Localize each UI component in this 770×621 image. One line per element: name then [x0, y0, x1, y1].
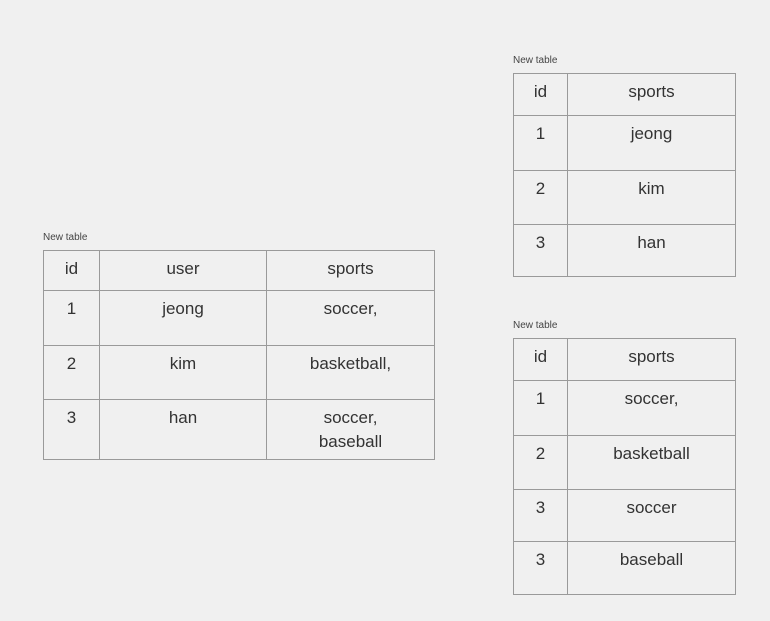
- header-user: user: [99, 250, 267, 291]
- table-row: 3 baseball: [513, 541, 736, 595]
- cell-id: 2: [43, 345, 100, 400]
- table-header-row: id sports: [513, 338, 736, 381]
- table-row: 1 soccer,: [513, 380, 736, 436]
- right-top-table: id sports 1 jeong 2 kim 3 han: [513, 73, 736, 277]
- cell-sports: soccer,: [567, 380, 736, 436]
- table-header-row: id user sports: [43, 250, 435, 291]
- header-id: id: [43, 250, 100, 291]
- cell-sports: kim: [567, 170, 736, 225]
- left-table-block: New table id user sports 1 jeong soccer,…: [43, 232, 435, 460]
- header-sports: sports: [266, 250, 435, 291]
- header-id: id: [513, 73, 568, 116]
- table-row: 1 jeong soccer,: [43, 290, 435, 346]
- cell-id: 1: [43, 290, 100, 346]
- cell-id: 2: [513, 170, 568, 225]
- cell-sports: jeong: [567, 115, 736, 171]
- cell-sports: soccer: [567, 489, 736, 542]
- right-top-table-block: New table id sports 1 jeong 2 kim 3 han: [513, 55, 736, 277]
- cell-id: 1: [513, 380, 568, 436]
- table-row: 3 han: [513, 224, 736, 277]
- cell-id: 3: [513, 541, 568, 595]
- table-caption: New table: [43, 232, 88, 243]
- table-row: 2 kim basketball,: [43, 345, 435, 400]
- cell-id: 1: [513, 115, 568, 171]
- table-caption: New table: [513, 55, 558, 66]
- cell-sports: basketball,: [266, 345, 435, 400]
- right-bottom-table: id sports 1 soccer, 2 basketball 3 socce…: [513, 338, 736, 595]
- cell-sports: basketball: [567, 435, 736, 490]
- cell-id: 3: [513, 224, 568, 277]
- cell-user: kim: [99, 345, 267, 400]
- cell-user: jeong: [99, 290, 267, 346]
- cell-id: 3: [513, 489, 568, 542]
- cell-user: han: [99, 399, 267, 460]
- table-row: 2 kim: [513, 170, 736, 225]
- cell-sports: han: [567, 224, 736, 277]
- table-row: 3 han soccer, baseball: [43, 399, 435, 460]
- cell-sports: baseball: [567, 541, 736, 595]
- table-row: 2 basketball: [513, 435, 736, 490]
- table-header-row: id sports: [513, 73, 736, 116]
- cell-id: 2: [513, 435, 568, 490]
- header-sports: sports: [567, 73, 736, 116]
- left-table: id user sports 1 jeong soccer, 2 kim bas…: [43, 250, 435, 460]
- cell-id: 3: [43, 399, 100, 460]
- table-caption: New table: [513, 320, 558, 331]
- cell-sports: soccer,: [266, 290, 435, 346]
- table-row: 3 soccer: [513, 489, 736, 542]
- cell-sports: soccer, baseball: [266, 399, 435, 460]
- right-bottom-table-block: New table id sports 1 soccer, 2 basketba…: [513, 320, 736, 595]
- table-row: 1 jeong: [513, 115, 736, 171]
- header-sports: sports: [567, 338, 736, 381]
- header-id: id: [513, 338, 568, 381]
